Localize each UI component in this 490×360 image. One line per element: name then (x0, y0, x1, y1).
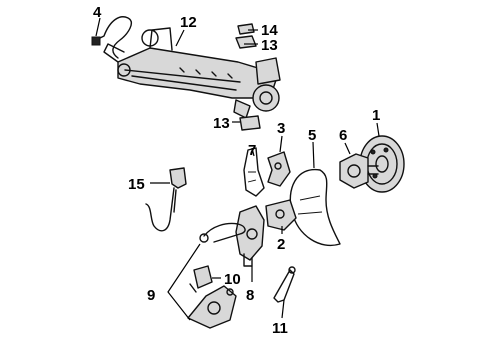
callout-10: 10 (224, 271, 241, 288)
callout-6: 6 (339, 127, 347, 144)
bushing (189, 265, 213, 293)
brake-rotor (359, 135, 405, 193)
rear-axle-assembly (103, 27, 281, 119)
callout-15: 15 (128, 176, 145, 193)
splash-shield (289, 168, 341, 246)
callout-11: 11 (272, 320, 288, 337)
callout-12: 12 (180, 14, 197, 31)
callout-5: 5 (308, 127, 316, 144)
callout-3: 3 (277, 120, 285, 137)
knuckle (235, 205, 265, 267)
callout-2: 2 (277, 236, 285, 253)
upper-control-link (199, 222, 246, 243)
callout-9: 9 (147, 287, 155, 304)
hub-bearing (339, 153, 379, 189)
stabilizer-link (273, 266, 296, 303)
callout-8: 8 (246, 287, 254, 304)
bracket (243, 147, 265, 197)
callout-13-top: 13 (261, 37, 278, 54)
callout-7: 7 (248, 142, 256, 159)
caliper-bracket (267, 151, 291, 187)
callouts: 1 2 3 4 5 6 7 8 9 10 11 12 13 13 14 15 (93, 4, 380, 337)
callout-4: 4 (93, 4, 102, 21)
callout-13-lower: 13 (213, 115, 230, 132)
abs-sensor (145, 167, 187, 232)
brake-caliper (265, 199, 297, 231)
jounce-bumpers (235, 23, 257, 49)
callout-1: 1 (372, 107, 380, 124)
lower-bumper (239, 115, 261, 131)
lower-control-arm (187, 285, 237, 329)
abs-sensor-wire (91, 16, 132, 59)
callout-14: 14 (261, 22, 278, 39)
leader-lines (95, 17, 380, 321)
